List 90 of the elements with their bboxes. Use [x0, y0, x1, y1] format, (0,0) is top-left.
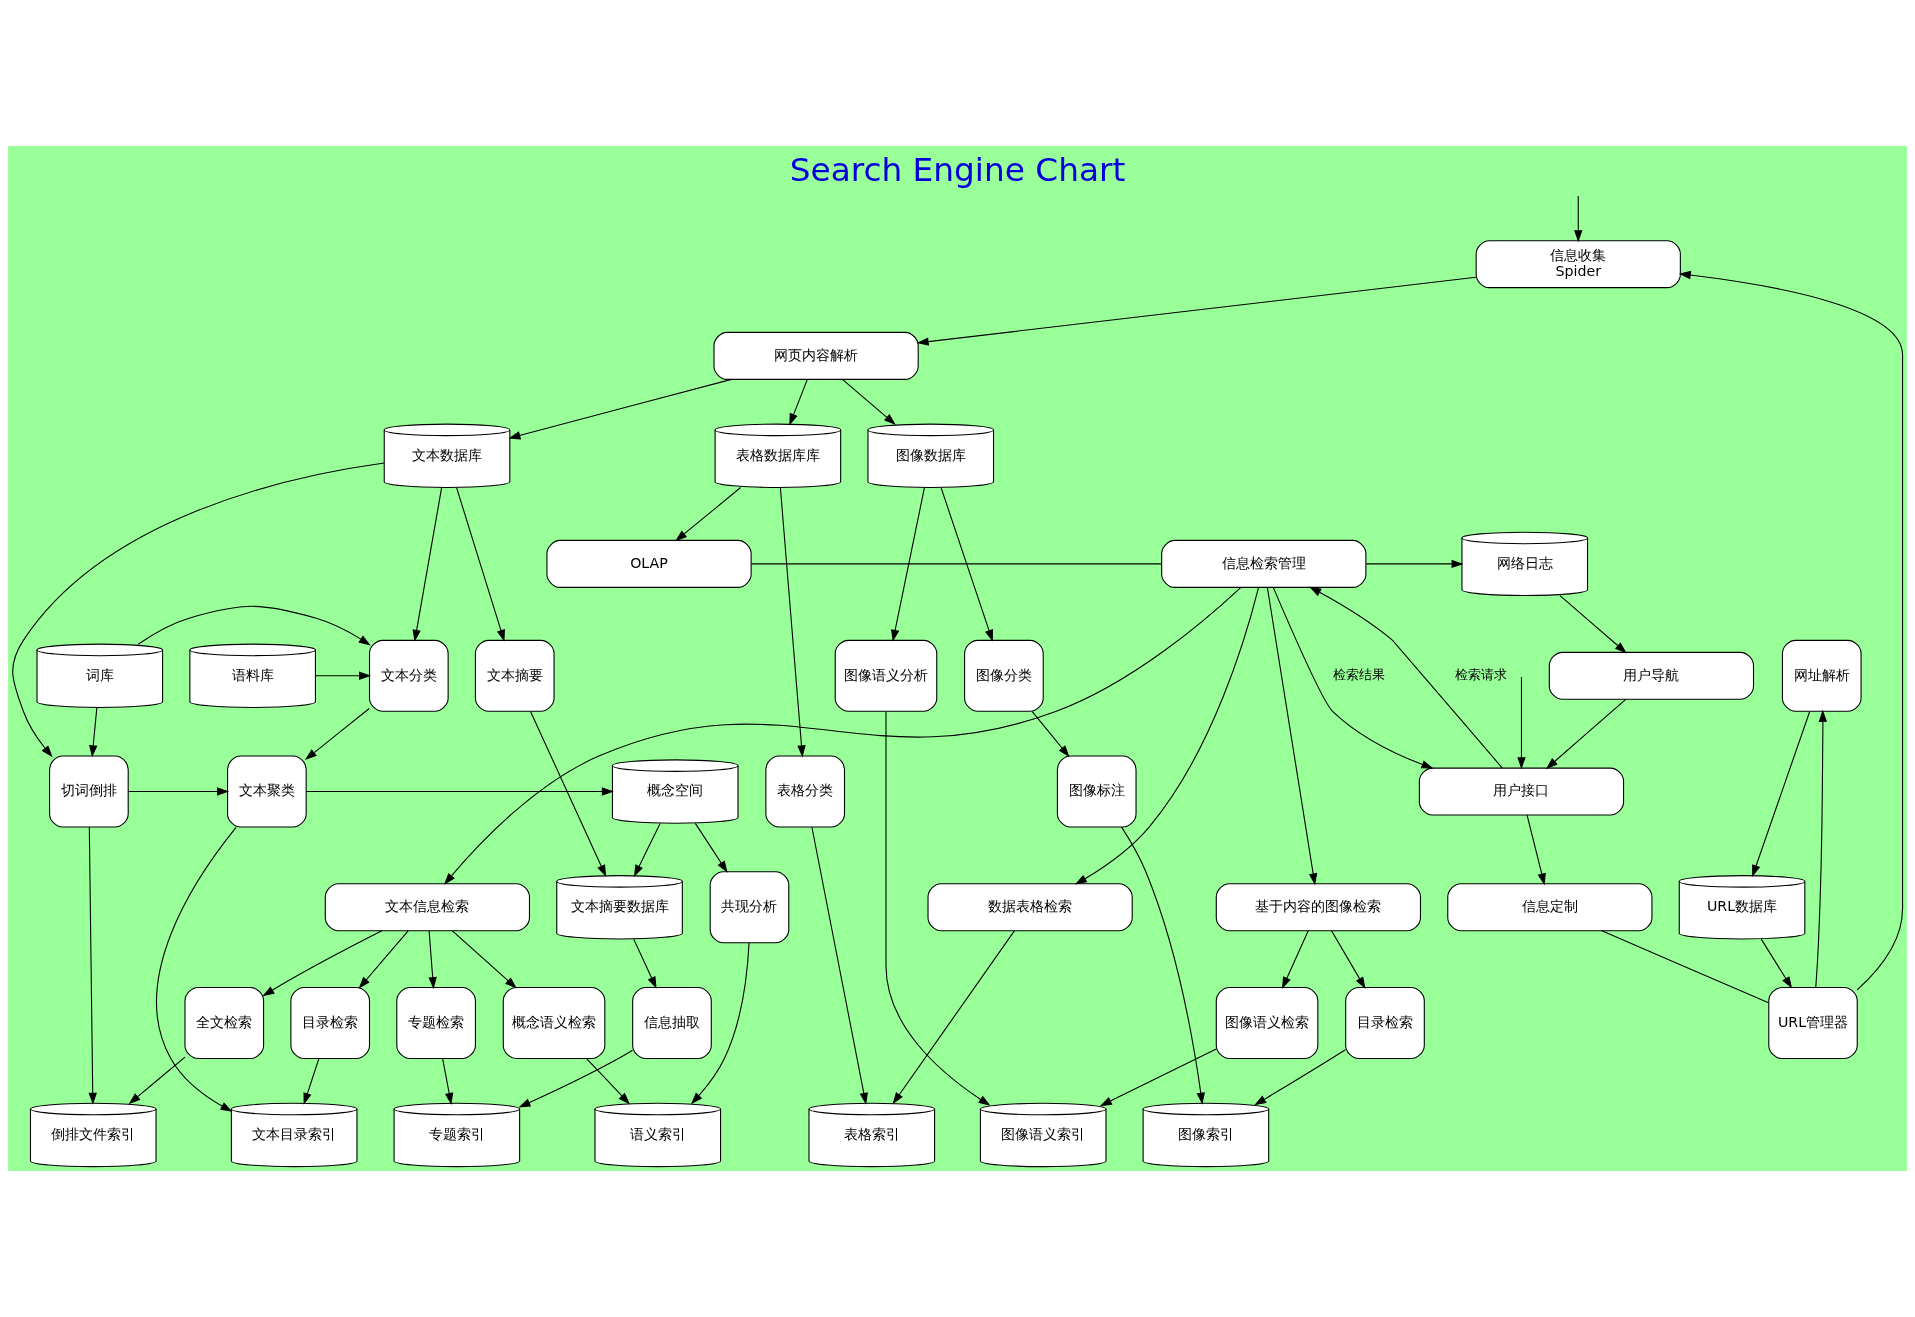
arrow — [314, 671, 372, 681]
arrow — [1309, 586, 1503, 769]
arrow — [694, 822, 728, 873]
arrow — [412, 487, 443, 642]
arrow — [443, 587, 1242, 885]
node-box: 基于内容的图像检索 — [1215, 883, 1421, 932]
arrow — [885, 711, 991, 1106]
node-box: 文本聚类 — [227, 755, 307, 828]
node-box: 信息检索管理 — [1161, 539, 1367, 588]
arrow — [88, 826, 97, 1105]
edge-label: 检索结果 — [1333, 667, 1386, 683]
node-box: 网址解析 — [1781, 639, 1862, 712]
arrow — [304, 708, 370, 761]
node-box: 目录检索 — [1345, 987, 1425, 1060]
arrow — [428, 930, 437, 990]
node-box: 信息定制 — [1447, 883, 1653, 932]
arrow — [1365, 559, 1464, 569]
arrow — [675, 487, 742, 542]
edge-label: 检索请求 — [1454, 667, 1507, 683]
arrow — [12, 462, 385, 758]
arrow — [1074, 587, 1260, 885]
arrow — [451, 930, 517, 989]
arrow — [128, 1056, 186, 1105]
node-box: 文本分类 — [368, 639, 449, 712]
arrow — [456, 487, 505, 642]
node-box: URL管理器 — [1768, 987, 1858, 1060]
arrow — [916, 276, 1477, 346]
arrow — [1559, 595, 1627, 654]
arrow — [940, 487, 993, 642]
node-box: 用户导航 — [1548, 651, 1755, 700]
node-box: 用户接口 — [1418, 767, 1625, 816]
arrow — [530, 711, 607, 877]
arrow — [633, 938, 657, 989]
arrow — [1574, 195, 1583, 243]
arrow — [127, 787, 230, 796]
node-box: 信息收集 Spider — [1475, 240, 1681, 289]
arrow — [303, 1058, 320, 1105]
arrow — [442, 1058, 454, 1105]
connector — [1601, 930, 1770, 1004]
arrow — [89, 707, 98, 758]
node-box: 图像分类 — [964, 639, 1044, 712]
arrow — [518, 1049, 634, 1108]
arrow — [1331, 930, 1366, 989]
node-box: 图像语义检索 — [1215, 987, 1319, 1060]
node-box: 共现分析 — [709, 871, 790, 944]
arrow — [1254, 1049, 1347, 1106]
arrow — [779, 487, 806, 758]
node-box: 表格分类 — [765, 755, 846, 828]
node-box: OLAP — [546, 539, 752, 588]
node-box: 网页内容解析 — [713, 331, 919, 380]
connector — [750, 563, 1162, 565]
arrow — [262, 930, 383, 997]
node-box: 信息抽取 — [632, 987, 712, 1060]
arrow — [891, 487, 925, 642]
arrow — [1678, 270, 1904, 991]
arrow — [1545, 698, 1627, 770]
node-box: 目录检索 — [290, 987, 371, 1060]
arrow — [892, 930, 1015, 1105]
node-box: 切词倒排 — [49, 755, 129, 828]
node-box: 文本信息检索 — [324, 883, 530, 932]
arrow — [1752, 711, 1811, 878]
arrow — [789, 379, 808, 426]
arrow — [1526, 814, 1546, 886]
arrow — [1760, 938, 1793, 989]
arrow — [358, 930, 409, 989]
arrow — [1281, 930, 1309, 989]
arrow — [586, 1058, 630, 1105]
arrow — [633, 822, 661, 877]
node-box: 数据表格检索 — [927, 883, 1133, 932]
node-box: 全文检索 — [184, 987, 265, 1060]
arrow — [1272, 587, 1434, 769]
arrow — [508, 378, 732, 440]
arrow — [156, 826, 237, 1112]
arrow — [1266, 586, 1318, 886]
diagram-title: Search Engine Chart — [789, 150, 1126, 189]
arrow — [137, 605, 371, 646]
arrow — [811, 826, 868, 1105]
node-box: 概念语义检索 — [502, 987, 606, 1060]
node-box: 文本摘要 — [474, 639, 555, 712]
node-box: 图像语义分析 — [834, 639, 938, 712]
node-box: 图像标注 — [1056, 755, 1137, 828]
arrow — [1517, 676, 1526, 770]
arrow — [1815, 709, 1828, 988]
arrow — [1099, 1048, 1217, 1107]
arrow — [305, 787, 614, 796]
arrow — [841, 378, 896, 425]
node-box: 专题检索 — [396, 987, 476, 1060]
arrow — [690, 942, 750, 1105]
arrow — [1121, 826, 1205, 1105]
arrow — [1031, 711, 1070, 758]
